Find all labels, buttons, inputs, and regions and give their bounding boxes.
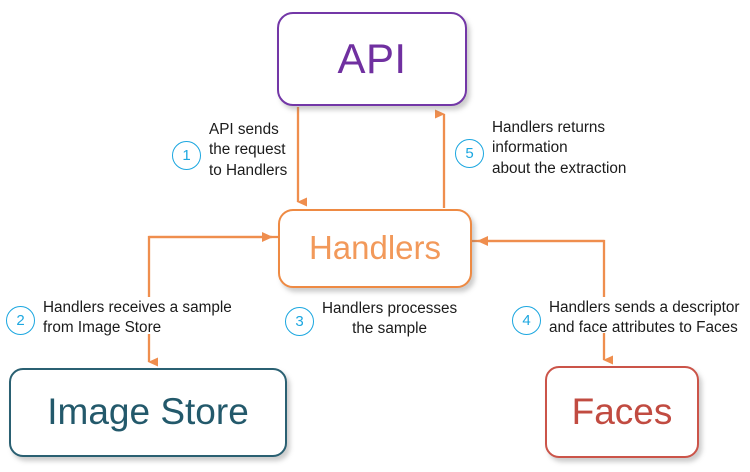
step-text-1: API sends the request to Handlers bbox=[209, 121, 288, 179]
step-text-3: Handlers processes the sample bbox=[322, 300, 458, 338]
node-image-store-label: Image Store bbox=[47, 391, 249, 433]
node-faces[interactable]: Faces bbox=[545, 366, 699, 458]
connector-handlers-to-imagestore-part1 bbox=[147, 235, 278, 297]
step-annotation-3: 3 Handlers processes the sample bbox=[285, 299, 457, 340]
node-api[interactable]: API bbox=[277, 12, 467, 106]
step-badge-3: 3 bbox=[285, 307, 314, 336]
step-annotation-4: 4 Handlers sends a descriptor and face a… bbox=[512, 298, 739, 339]
node-faces-label: Faces bbox=[571, 390, 673, 432]
connector-handlers-to-faces-part1 bbox=[472, 239, 606, 297]
node-image-store[interactable]: Image Store bbox=[9, 368, 287, 457]
node-api-label: API bbox=[337, 34, 407, 82]
step-text-4: Handlers sends a descriptor and face att… bbox=[549, 299, 740, 337]
node-handlers-label: Handlers bbox=[308, 229, 442, 267]
step-annotation-1: 1 API sends the request to Handlers bbox=[172, 120, 287, 181]
step-badge-2: 2 bbox=[6, 306, 35, 335]
step-annotation-2: 2 Handlers receives a sample from Image … bbox=[6, 298, 232, 339]
step-badge-5: 5 bbox=[455, 139, 484, 168]
step-annotation-5: 5 Handlers returns information about the… bbox=[455, 118, 626, 179]
step-badge-4: 4 bbox=[512, 306, 541, 335]
step-text-2: Handlers receives a sample from Image St… bbox=[43, 299, 232, 337]
step-text-5: Handlers returns information about the e… bbox=[492, 119, 627, 177]
step-badge-1: 1 bbox=[172, 141, 201, 170]
node-handlers[interactable]: Handlers bbox=[278, 209, 472, 288]
